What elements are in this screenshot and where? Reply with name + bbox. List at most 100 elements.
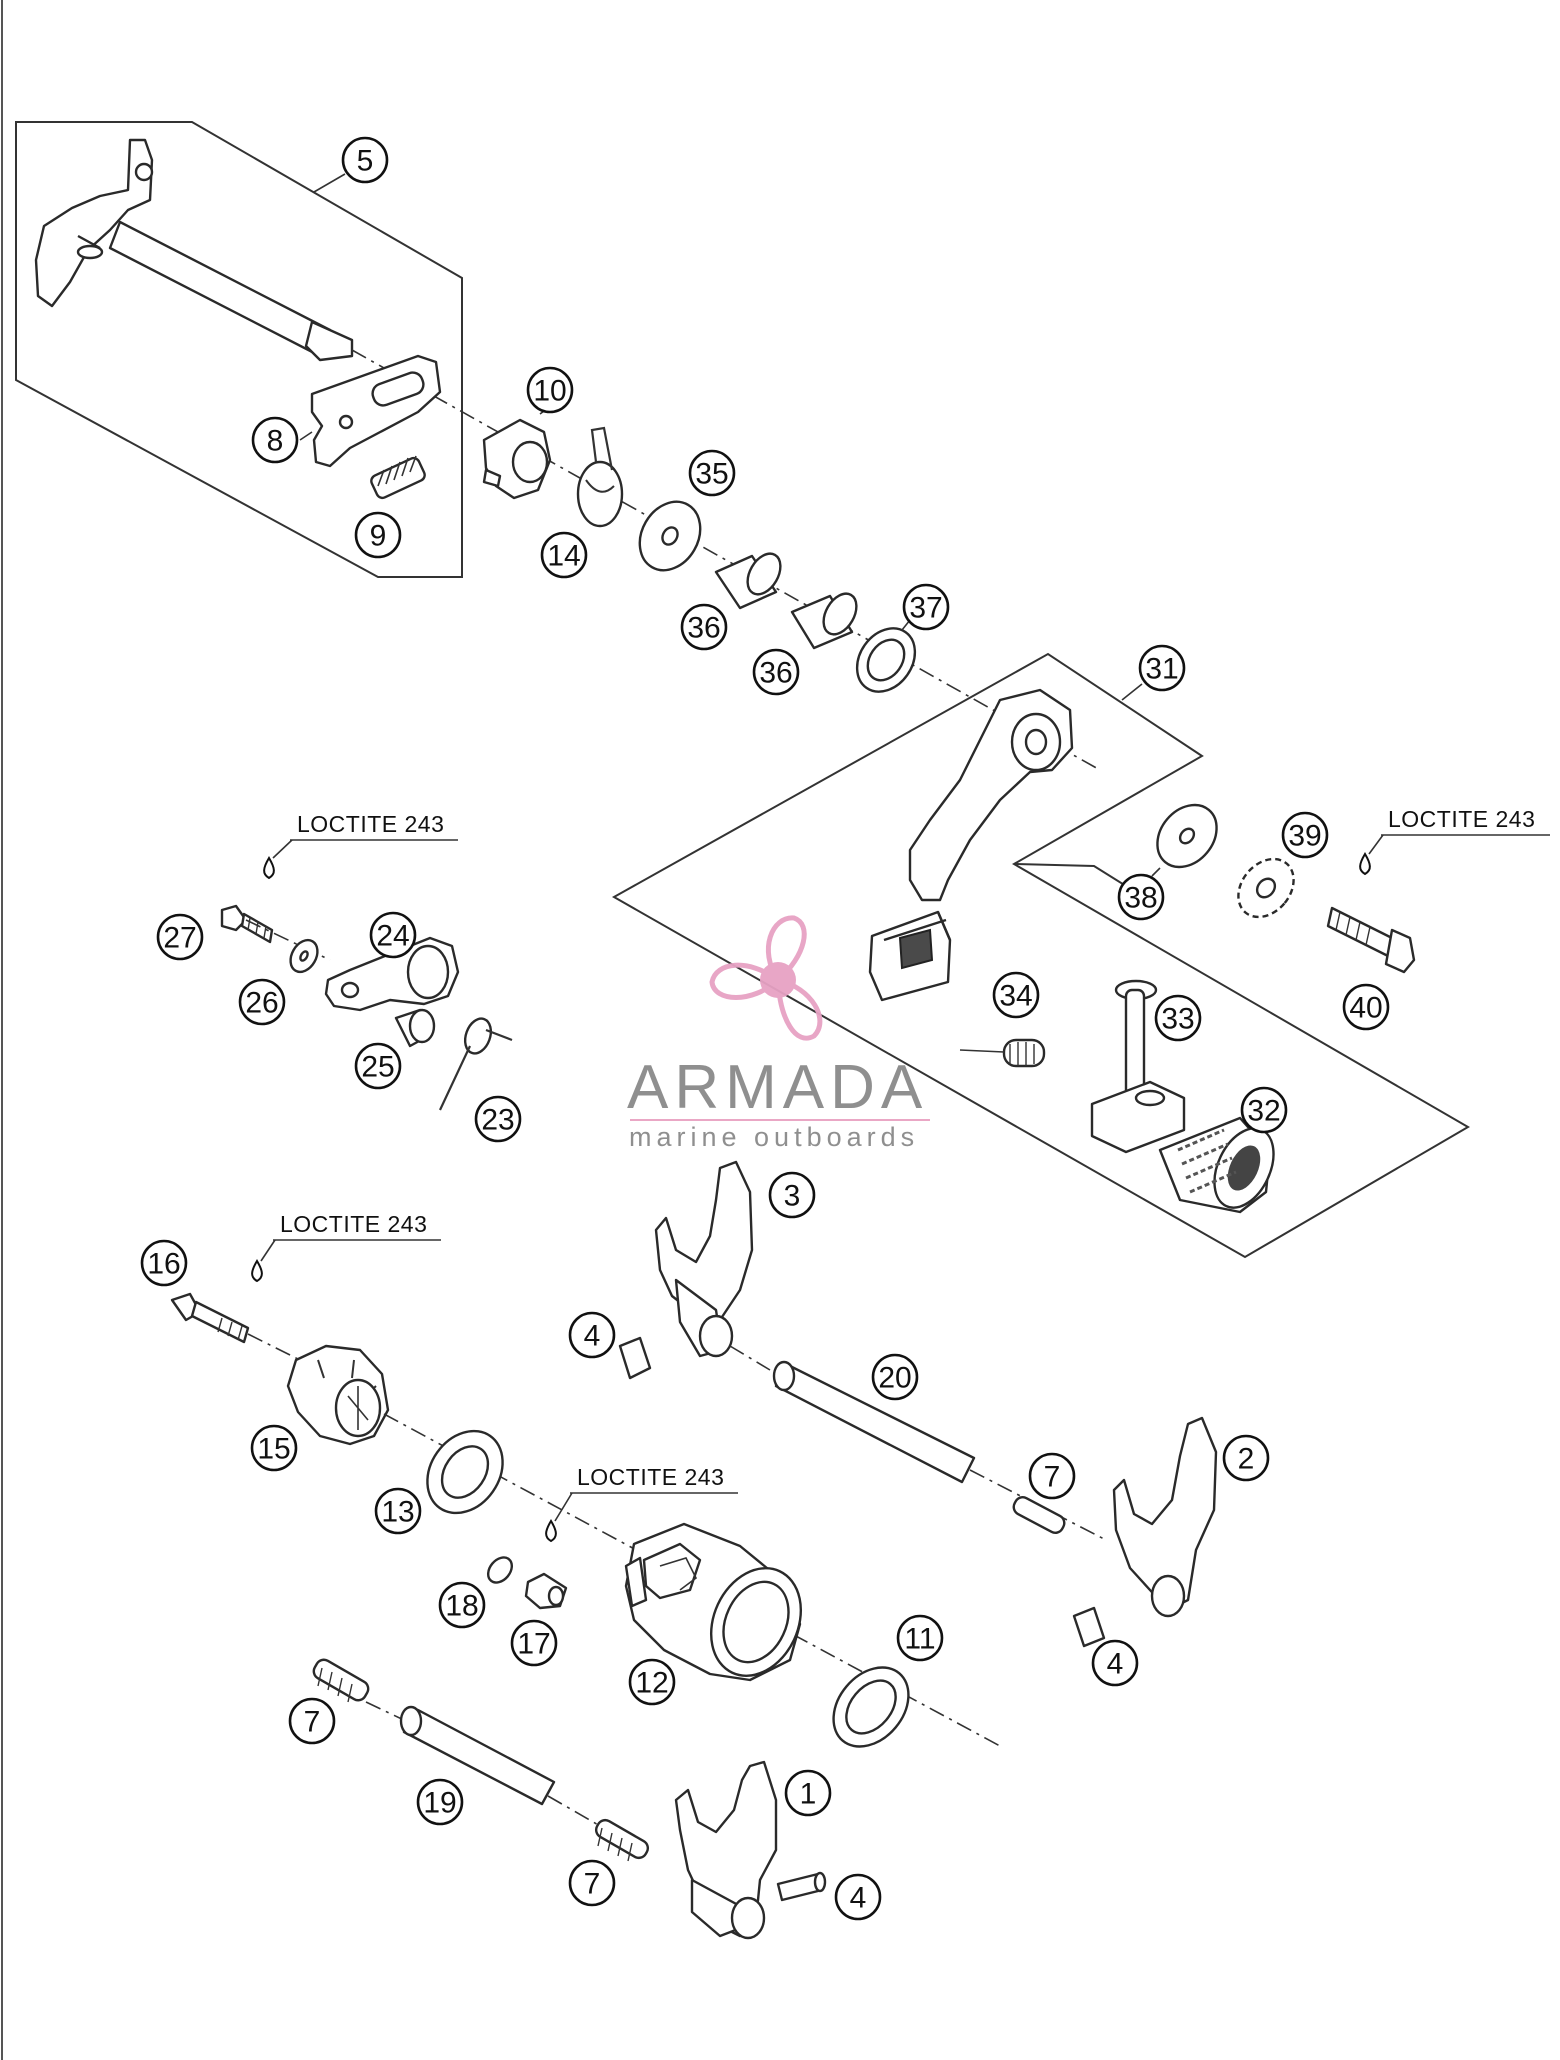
guide-pin-4a-part bbox=[618, 1336, 652, 1380]
spring-7c-part bbox=[594, 1818, 650, 1862]
callout-circle bbox=[1091, 1639, 1139, 1687]
shift-drum-12-part bbox=[624, 1522, 803, 1682]
callout-number: 38 bbox=[1124, 882, 1157, 915]
spring-7b-part bbox=[312, 1658, 370, 1703]
callout-circle bbox=[1240, 1086, 1288, 1134]
callout-number: 20 bbox=[878, 1362, 911, 1395]
axis-16 bbox=[247, 1333, 301, 1361]
callout-c25: 25 bbox=[354, 1042, 402, 1090]
callout-c33: 33 bbox=[1154, 994, 1202, 1042]
armada-logo: ARMADA marine outboards bbox=[627, 915, 930, 1152]
axis-main-shaft bbox=[351, 349, 1101, 771]
callout-number: 4 bbox=[1107, 1648, 1124, 1681]
callout-c2: 2 bbox=[1222, 1434, 1270, 1482]
callout-number: 24 bbox=[376, 920, 409, 953]
guide-pin-4b-part bbox=[1072, 1606, 1106, 1648]
callout-circle bbox=[871, 1353, 919, 1401]
callout-circle bbox=[156, 913, 204, 961]
callout-c1: 1 bbox=[784, 1769, 832, 1817]
seal-37-part bbox=[855, 627, 917, 693]
callout-c18: 18 bbox=[438, 1581, 486, 1629]
shift-fork-3-part bbox=[654, 1160, 754, 1358]
bolt-40-part bbox=[1326, 906, 1416, 974]
callout-c10: 10 bbox=[526, 366, 574, 414]
adhesive-drop-icon bbox=[545, 1519, 557, 1543]
leader-38 bbox=[1151, 867, 1161, 877]
callout-circle bbox=[416, 1778, 464, 1826]
callout-c23: 23 bbox=[474, 1095, 522, 1143]
shift-fork-1-part bbox=[674, 1760, 778, 1940]
callout-number: 18 bbox=[445, 1590, 478, 1623]
loctite-label-l4: LOCTITE 243 bbox=[545, 1464, 738, 1543]
callout-number: 40 bbox=[1349, 992, 1382, 1025]
callout-circle bbox=[1117, 873, 1165, 921]
callout-number: 7 bbox=[1044, 1461, 1061, 1494]
callout-circle bbox=[1222, 1434, 1270, 1482]
logo-tagline: marine outboards bbox=[629, 1122, 919, 1152]
shift-cam-15-part bbox=[286, 1344, 390, 1446]
callout-circle bbox=[354, 1042, 402, 1090]
callout-c17: 17 bbox=[510, 1619, 558, 1667]
callout-c4c: 4 bbox=[834, 1873, 882, 1921]
guide-pin-4c-part bbox=[776, 1871, 827, 1902]
callout-circle bbox=[238, 978, 286, 1026]
callout-circle bbox=[526, 366, 574, 414]
callout-number: 36 bbox=[759, 657, 792, 690]
callout-number: 34 bbox=[999, 980, 1032, 1013]
callout-c11: 11 bbox=[896, 1614, 944, 1662]
callout-number: 27 bbox=[163, 922, 196, 955]
bolt-27-part bbox=[220, 904, 274, 944]
callout-circle bbox=[438, 1581, 486, 1629]
axis-fork-3 bbox=[729, 1345, 771, 1371]
callout-circle bbox=[1342, 983, 1390, 1031]
seal-11-part bbox=[832, 1666, 910, 1748]
callout-number: 15 bbox=[257, 1433, 290, 1466]
shift-fork-2-part bbox=[1112, 1416, 1218, 1618]
callout-c40: 40 bbox=[1342, 983, 1390, 1031]
callout-circle bbox=[251, 416, 299, 464]
callout-number: 10 bbox=[533, 375, 566, 408]
callout-circle bbox=[628, 1658, 676, 1706]
loctite-label-l3: LOCTITE 243 bbox=[251, 1211, 441, 1283]
callout-circle bbox=[680, 603, 728, 651]
callout-circle bbox=[768, 1171, 816, 1219]
callout-number: 26 bbox=[245, 987, 278, 1020]
callout-number: 16 bbox=[147, 1248, 180, 1281]
callout-number: 13 bbox=[381, 1496, 414, 1529]
lock-washer-39-part bbox=[1237, 857, 1295, 919]
callout-circle bbox=[474, 1095, 522, 1143]
loctite-text: LOCTITE 243 bbox=[1388, 806, 1535, 832]
shift-plate-part bbox=[310, 354, 442, 468]
callout-c27: 27 bbox=[156, 913, 204, 961]
callout-number: 4 bbox=[584, 1320, 601, 1353]
callout-c24: 24 bbox=[369, 911, 417, 959]
callout-c4a: 4 bbox=[568, 1311, 616, 1359]
callout-number: 14 bbox=[547, 540, 580, 573]
callout-c26: 26 bbox=[238, 978, 286, 1026]
callout-c39: 39 bbox=[1281, 811, 1329, 859]
callout-c34: 34 bbox=[992, 971, 1040, 1019]
callout-circle bbox=[568, 1859, 616, 1907]
callout-circle bbox=[568, 1311, 616, 1359]
callout-c31: 31 bbox=[1138, 644, 1186, 692]
loctite-label-l2: LOCTITE 243 bbox=[1359, 806, 1550, 876]
callout-circle bbox=[896, 1614, 944, 1662]
callout-number: 39 bbox=[1288, 820, 1321, 853]
lever-24-part bbox=[324, 936, 460, 1012]
callout-number: 32 bbox=[1247, 1095, 1280, 1128]
callout-c14: 14 bbox=[540, 531, 588, 579]
loctite-text: LOCTITE 243 bbox=[280, 1211, 427, 1237]
callout-number: 11 bbox=[904, 1623, 935, 1656]
callout-number: 37 bbox=[909, 592, 942, 625]
callout-c9: 9 bbox=[354, 511, 402, 559]
callout-c20: 20 bbox=[871, 1353, 919, 1401]
callout-c3: 3 bbox=[768, 1171, 816, 1219]
leader-5 bbox=[313, 173, 346, 193]
part-10 bbox=[482, 418, 552, 500]
callout-c35: 35 bbox=[688, 449, 736, 497]
callout-circle bbox=[752, 648, 800, 696]
leader-31 bbox=[1121, 683, 1143, 701]
